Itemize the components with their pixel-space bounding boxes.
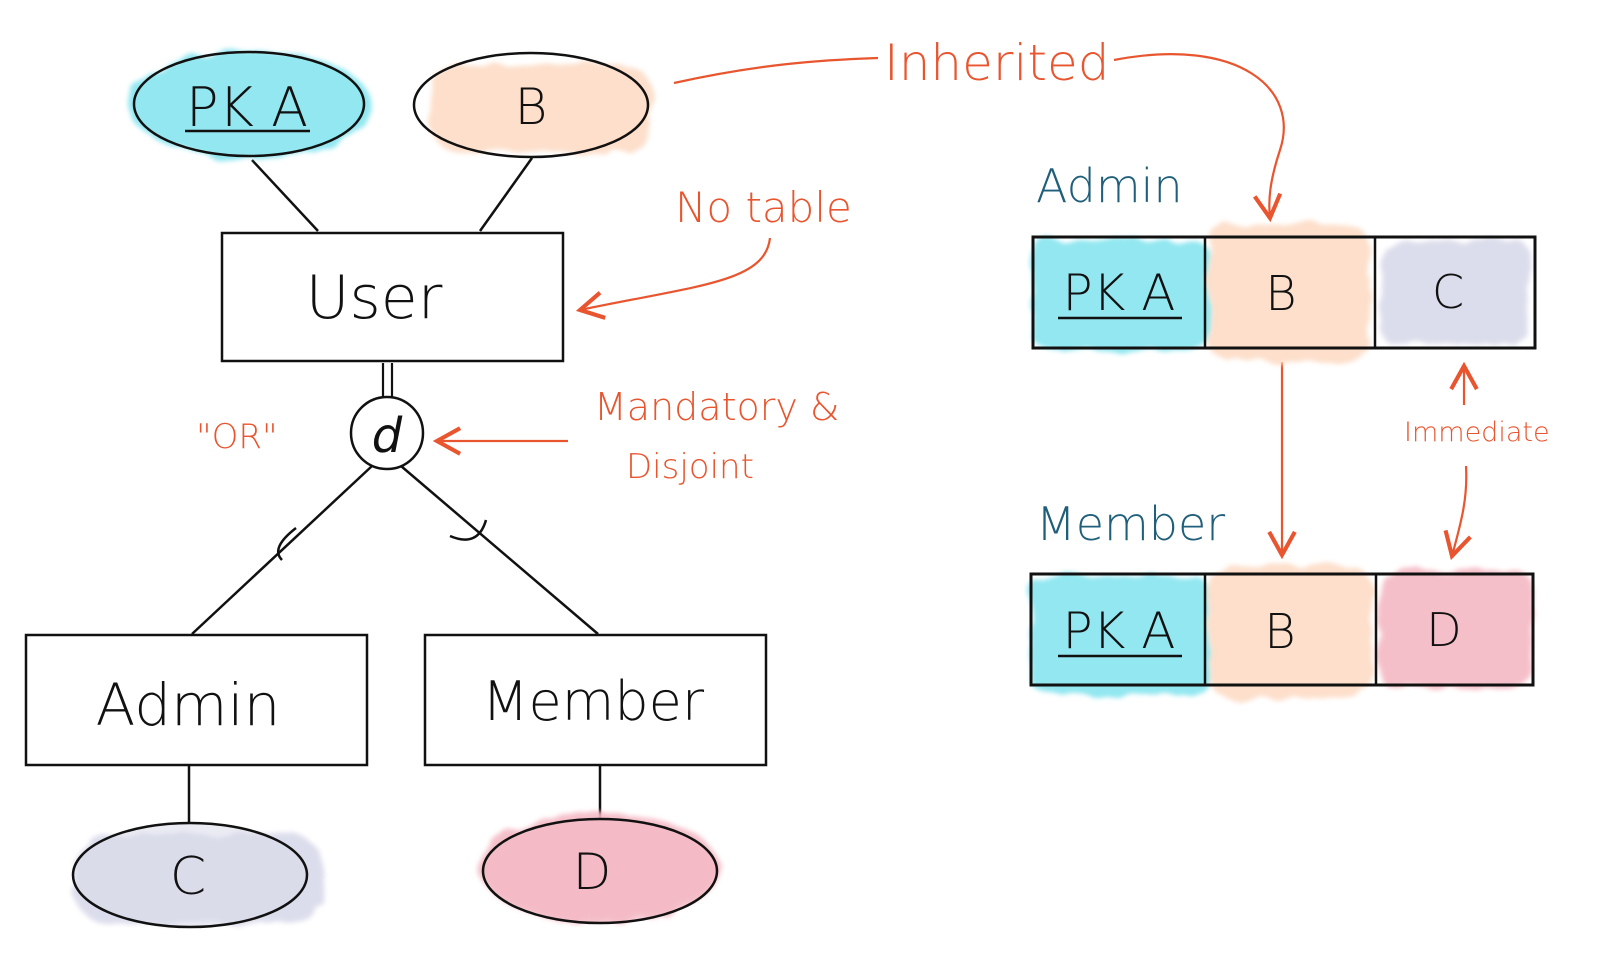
admin-cell-b-wash (1208, 224, 1370, 362)
annotation-immediate: Immediate (1404, 417, 1550, 448)
member-table-border (1029, 572, 1535, 687)
b-user-line (478, 157, 534, 232)
entity-user: User (220, 231, 565, 363)
member-cell-b: B (1264, 604, 1295, 660)
d-label: D (573, 843, 612, 901)
annotation-disjoint: Disjoint (626, 447, 754, 487)
member-label: Member (482, 670, 705, 733)
d-admin-line (191, 465, 373, 635)
disjoint-letter: d (372, 408, 403, 464)
annotation-no-table: No table (675, 183, 852, 232)
annotation-or: "OR" (196, 417, 278, 457)
b-label: B (515, 78, 548, 136)
er-diagram: PK A B User d Admin Member (24, 50, 768, 929)
member-cell-pk: PK A (1062, 602, 1175, 660)
admin-cell-b: B (1265, 266, 1296, 322)
inherited-line-left (673, 56, 879, 85)
table-member: Member PK A B D (1029, 497, 1535, 698)
immediate-down-arrow (1443, 465, 1472, 561)
admin-cell-c: C (1432, 265, 1464, 319)
inherited-arrow (1113, 53, 1285, 223)
annotation-inherited: Inherited (884, 34, 1109, 92)
admin-table-border (1031, 235, 1537, 350)
admin-cell-c-wash (1380, 240, 1530, 344)
table-member-title: Member (1036, 497, 1225, 551)
user-label: User (306, 263, 443, 333)
admin-cell-pk: PK A (1062, 264, 1175, 322)
user-box (220, 231, 565, 363)
d-member-line (400, 465, 599, 635)
member-cell-pk-wash (1030, 576, 1210, 694)
subset-symbol-right (449, 519, 488, 541)
disjoint-circle (349, 395, 425, 471)
attribute-pk-a: PK A (128, 50, 372, 159)
b-ellipse (412, 51, 650, 159)
c-ellipse (71, 821, 309, 929)
disjoint-symbol: d (349, 395, 425, 471)
annotation-mandatory: Mandatory & (594, 385, 840, 429)
d-ellipse (481, 817, 719, 925)
admin-cell-pk-wash (1032, 240, 1210, 350)
table-admin-title: Admin (1036, 159, 1183, 213)
c-label: C (170, 847, 206, 907)
subset-symbol-left (277, 527, 297, 561)
member-cell-d: D (1426, 603, 1461, 657)
attribute-b: B (412, 51, 652, 159)
attribute-d: D (480, 813, 720, 925)
b-wash (430, 64, 652, 152)
member-box (423, 633, 768, 767)
entity-member: Member (423, 633, 768, 767)
pk-a-ellipse (132, 50, 366, 158)
attribute-c: C (71, 821, 324, 929)
member-cell-b-wash (1208, 566, 1372, 698)
admin-label: Admin (96, 671, 281, 739)
pk-a-label: PK A (186, 76, 308, 139)
pk-a-user-line (251, 159, 319, 232)
annotations: Inherited No table "OR" Mandatory & Disj… (196, 34, 1550, 561)
entity-admin: Admin (24, 633, 369, 767)
table-admin: Admin PK A B C (1031, 159, 1537, 362)
admin-box (24, 633, 369, 767)
member-cell-d-wash (1378, 570, 1532, 688)
no-table-arrow (575, 237, 772, 320)
